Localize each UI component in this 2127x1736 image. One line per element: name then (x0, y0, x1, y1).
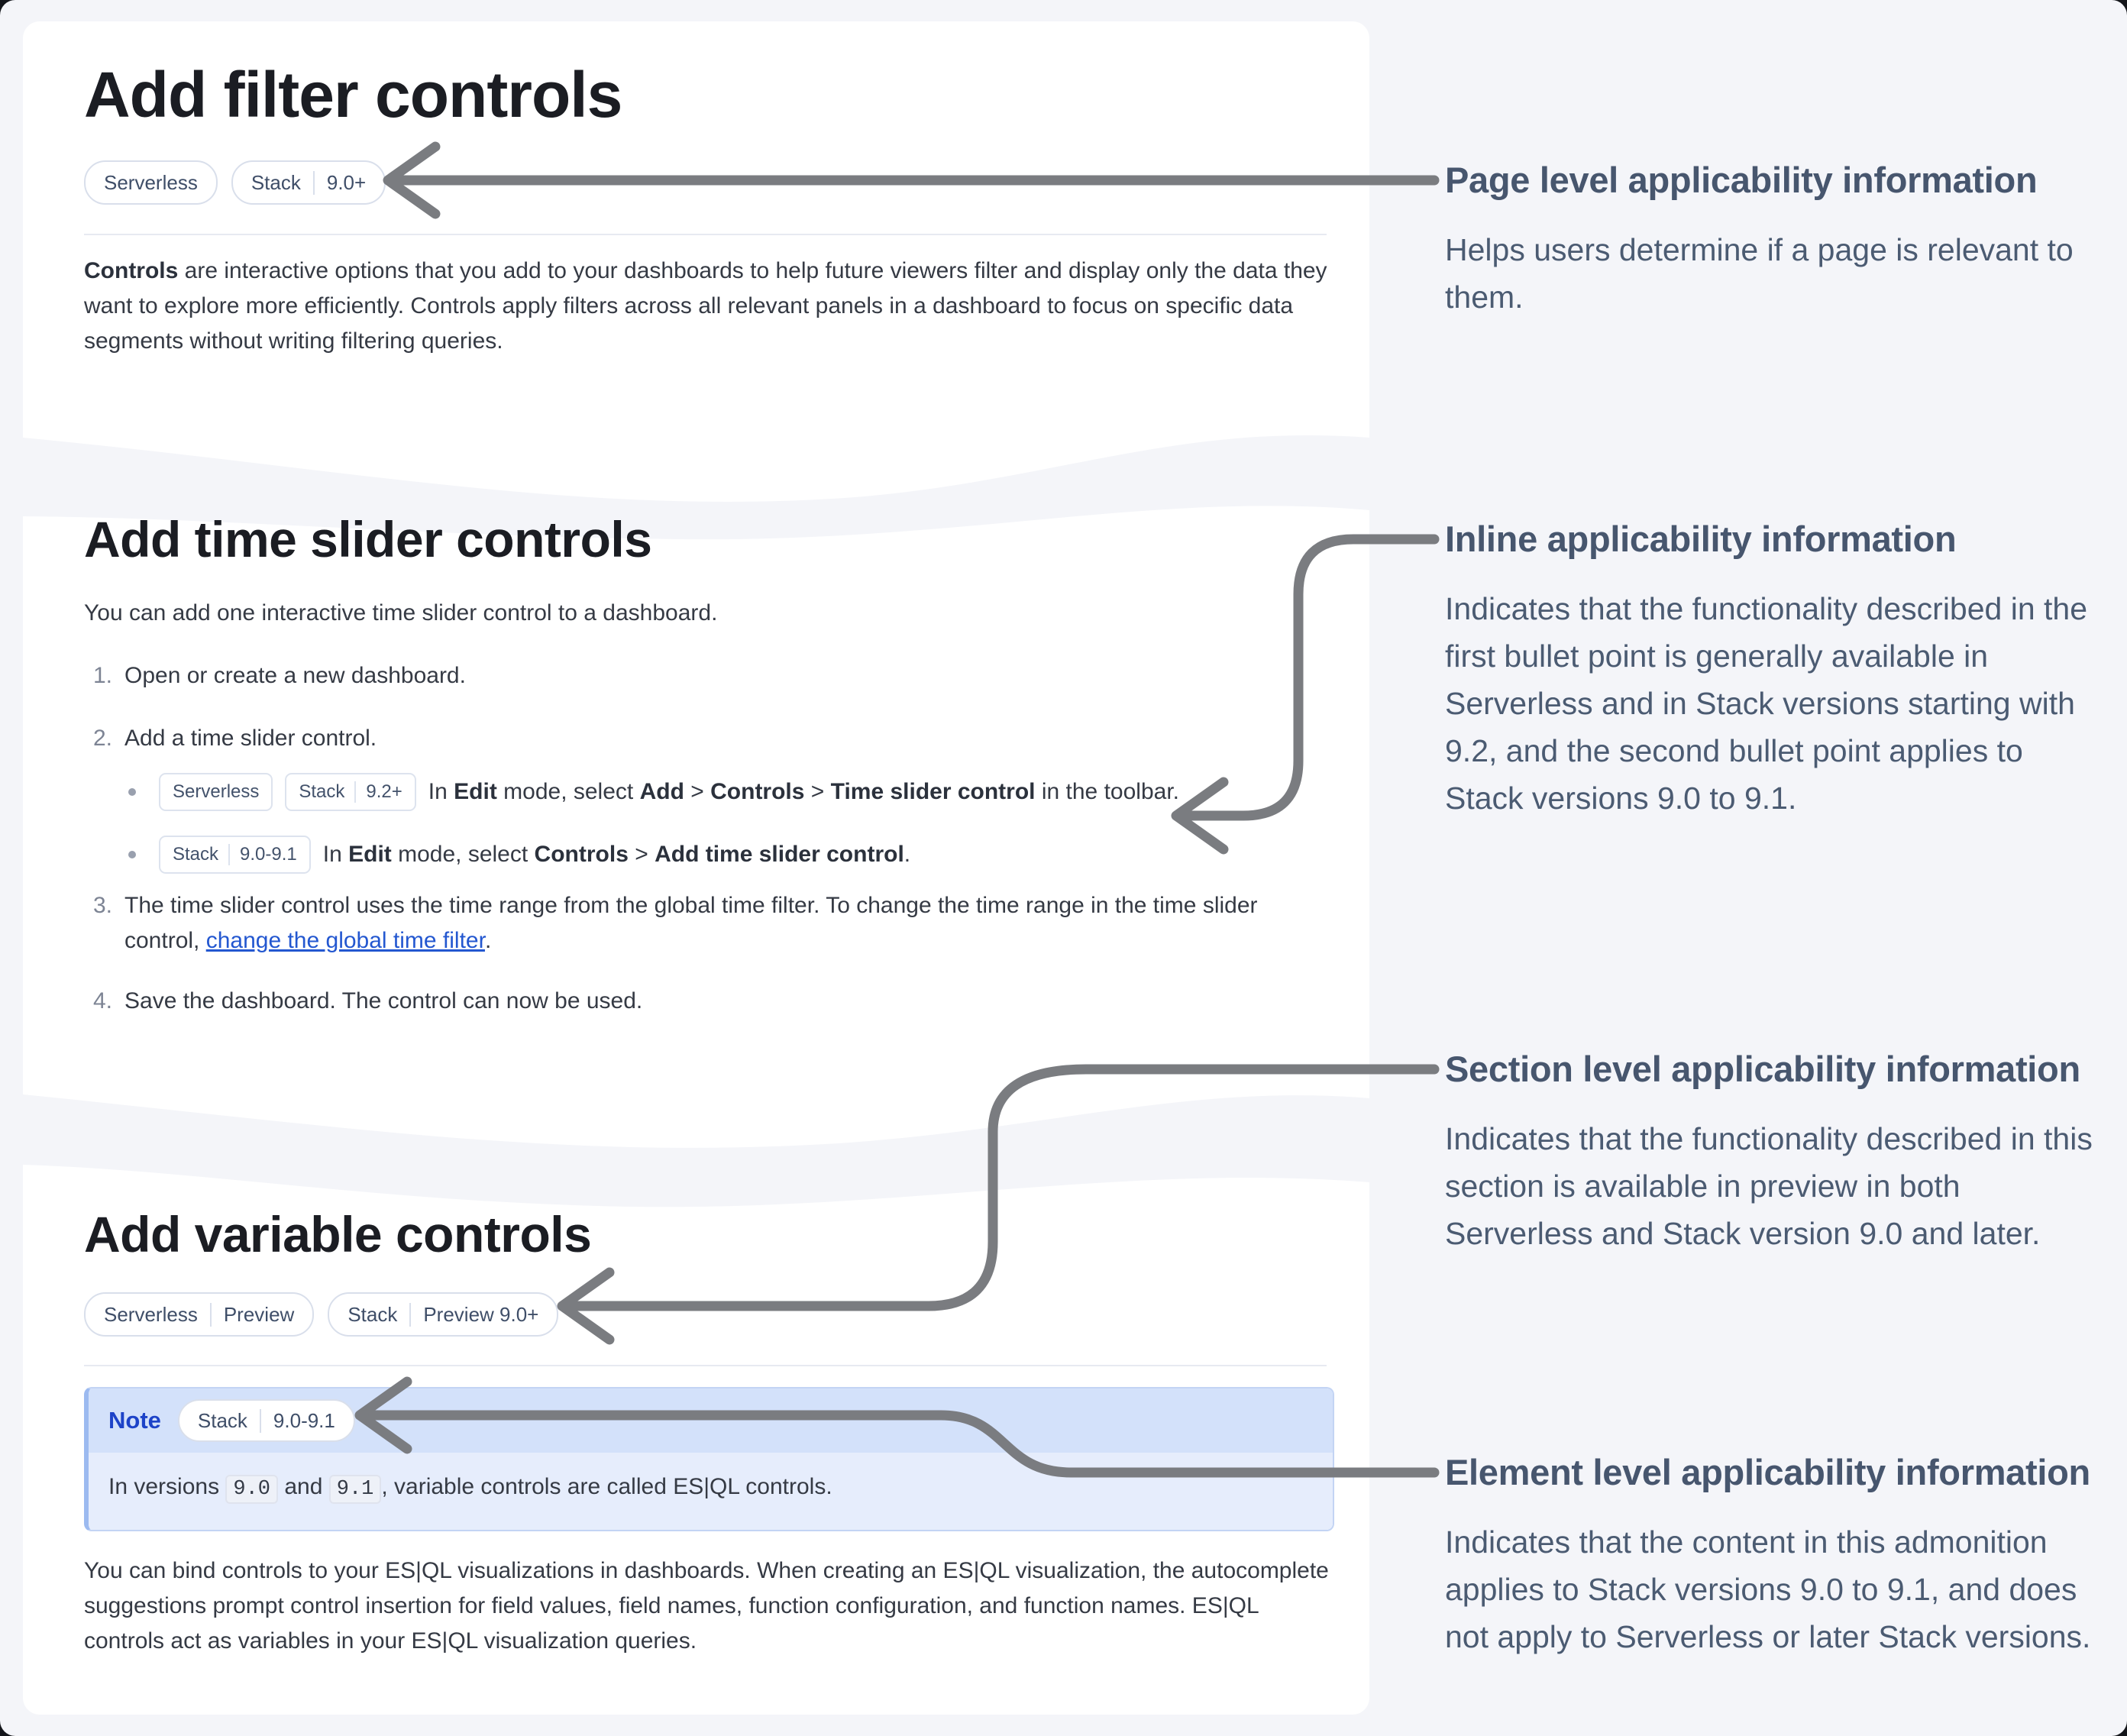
badge-segment: Stack (347, 1302, 398, 1326)
step-3-text: The time slider control uses the time ra… (124, 893, 1258, 953)
badge-segment: Stack (251, 170, 301, 194)
page-title: Add filter controls (84, 59, 622, 131)
intro-rest: are interactive options that you add to … (84, 258, 1327, 354)
annotation-title-section-level: Section level applicability information (1445, 1049, 2080, 1089)
step-2-text: Add a time slider control. (124, 726, 377, 751)
badge-lifecycle: Preview (209, 1302, 294, 1327)
instruction-bullet-2: Stack 9.0-9.1 In Edit mode, select Contro… (128, 836, 910, 874)
annotation-body-section-level: Indicates that the functionality describ… (1445, 1121, 2093, 1251)
note-body: In versions 9.0 and 9.1, variable contro… (89, 1453, 1333, 1530)
variable-controls-paragraph: You can bind controls to your ES|QL visu… (84, 1558, 1329, 1654)
page-applicability-badges: Serverless Stack 9.0+ (84, 160, 386, 205)
badge-serverless: Serverless (84, 160, 218, 205)
annotation-body-page-level: Helps users determine if a page is relev… (1445, 232, 2074, 315)
intro-lead-bold: Controls (84, 258, 179, 283)
intro-paragraph: Controls are interactive options that yo… (84, 254, 1333, 359)
annotation-body-inline: Indicates that the functionality describ… (1445, 591, 2088, 816)
badge-version: 9.0-9.1 (228, 844, 297, 865)
time-slider-intro: You can add one interactive time slider … (84, 600, 718, 626)
divider (84, 1365, 1327, 1366)
code-version-9-1: 9.1 (328, 1475, 382, 1504)
bullet-2-text: In Edit mode, select Controls > Add time… (322, 842, 911, 867)
badge-serverless-preview: Serverless Preview (84, 1292, 315, 1337)
annotation-title-element-level: Element level applicability information (1445, 1452, 2090, 1492)
annotation-body-element-level: Indicates that the content in this admon… (1445, 1524, 2091, 1654)
annotation-title-inline: Inline applicability information (1445, 519, 1957, 559)
badge-segment: Serverless (173, 781, 260, 802)
badge-version: 9.2+ (354, 781, 402, 803)
badge-version: 9.0-9.1 (259, 1408, 335, 1433)
badge-stack-9-0-9-1: Stack 9.0-9.1 (159, 836, 311, 874)
step-number-2: 2. (92, 726, 112, 751)
badge-stack-preview: Stack Preview 9.0+ (328, 1292, 559, 1337)
badge-segment: Serverless (104, 170, 198, 194)
divider (84, 234, 1327, 235)
wave-divider-bottom (23, 1094, 1369, 1207)
badge-stack-9-2: Stack 9.2+ (285, 773, 416, 811)
annotation-title-page-level: Page level applicability information (1445, 160, 2038, 200)
code-version-9-0: 9.0 (225, 1475, 279, 1504)
section-title-variable: Add variable controls (84, 1206, 592, 1262)
badge-segment: Stack (197, 1408, 247, 1432)
instruction-bullet-1: Serverless Stack 9.2+ In Edit mode, selec… (128, 773, 1179, 811)
step-4-text: Save the dashboard. The control can now … (124, 988, 643, 1013)
badge-stack-version: Stack 9.0+ (231, 160, 386, 205)
badge-lifecycle-version: Preview 9.0+ (409, 1302, 538, 1327)
badge-note-stack: Stack 9.0-9.1 (177, 1399, 355, 1442)
badge-version: 9.0+ (312, 170, 366, 195)
note-label: Note (108, 1407, 161, 1434)
badge-serverless-small: Serverless (159, 773, 273, 811)
bullet-1-text: In Edit mode, select Add > Controls > Ti… (428, 779, 1179, 804)
note-header: Note Stack 9.0-9.1 (89, 1388, 1333, 1453)
section-title-time-slider: Add time slider controls (84, 511, 652, 567)
badge-segment: Stack (173, 844, 219, 865)
note-admonition: Note Stack 9.0-9.1 In versions 9.0 and 9.… (84, 1387, 1334, 1531)
badge-segment: Serverless (104, 1302, 198, 1326)
step-number-4: 4. (92, 988, 112, 1013)
wave-divider-top (23, 435, 1369, 540)
global-time-filter-link[interactable]: change the global time filter (205, 928, 485, 953)
badge-segment: Stack (299, 781, 345, 802)
step-number-3: 3. (92, 893, 112, 918)
step-number-1: 1. (92, 663, 112, 688)
step-1-text: Open or create a new dashboard. (124, 663, 466, 688)
section-applicability-badges: Serverless Preview Stack Preview 9.0+ (84, 1292, 559, 1337)
